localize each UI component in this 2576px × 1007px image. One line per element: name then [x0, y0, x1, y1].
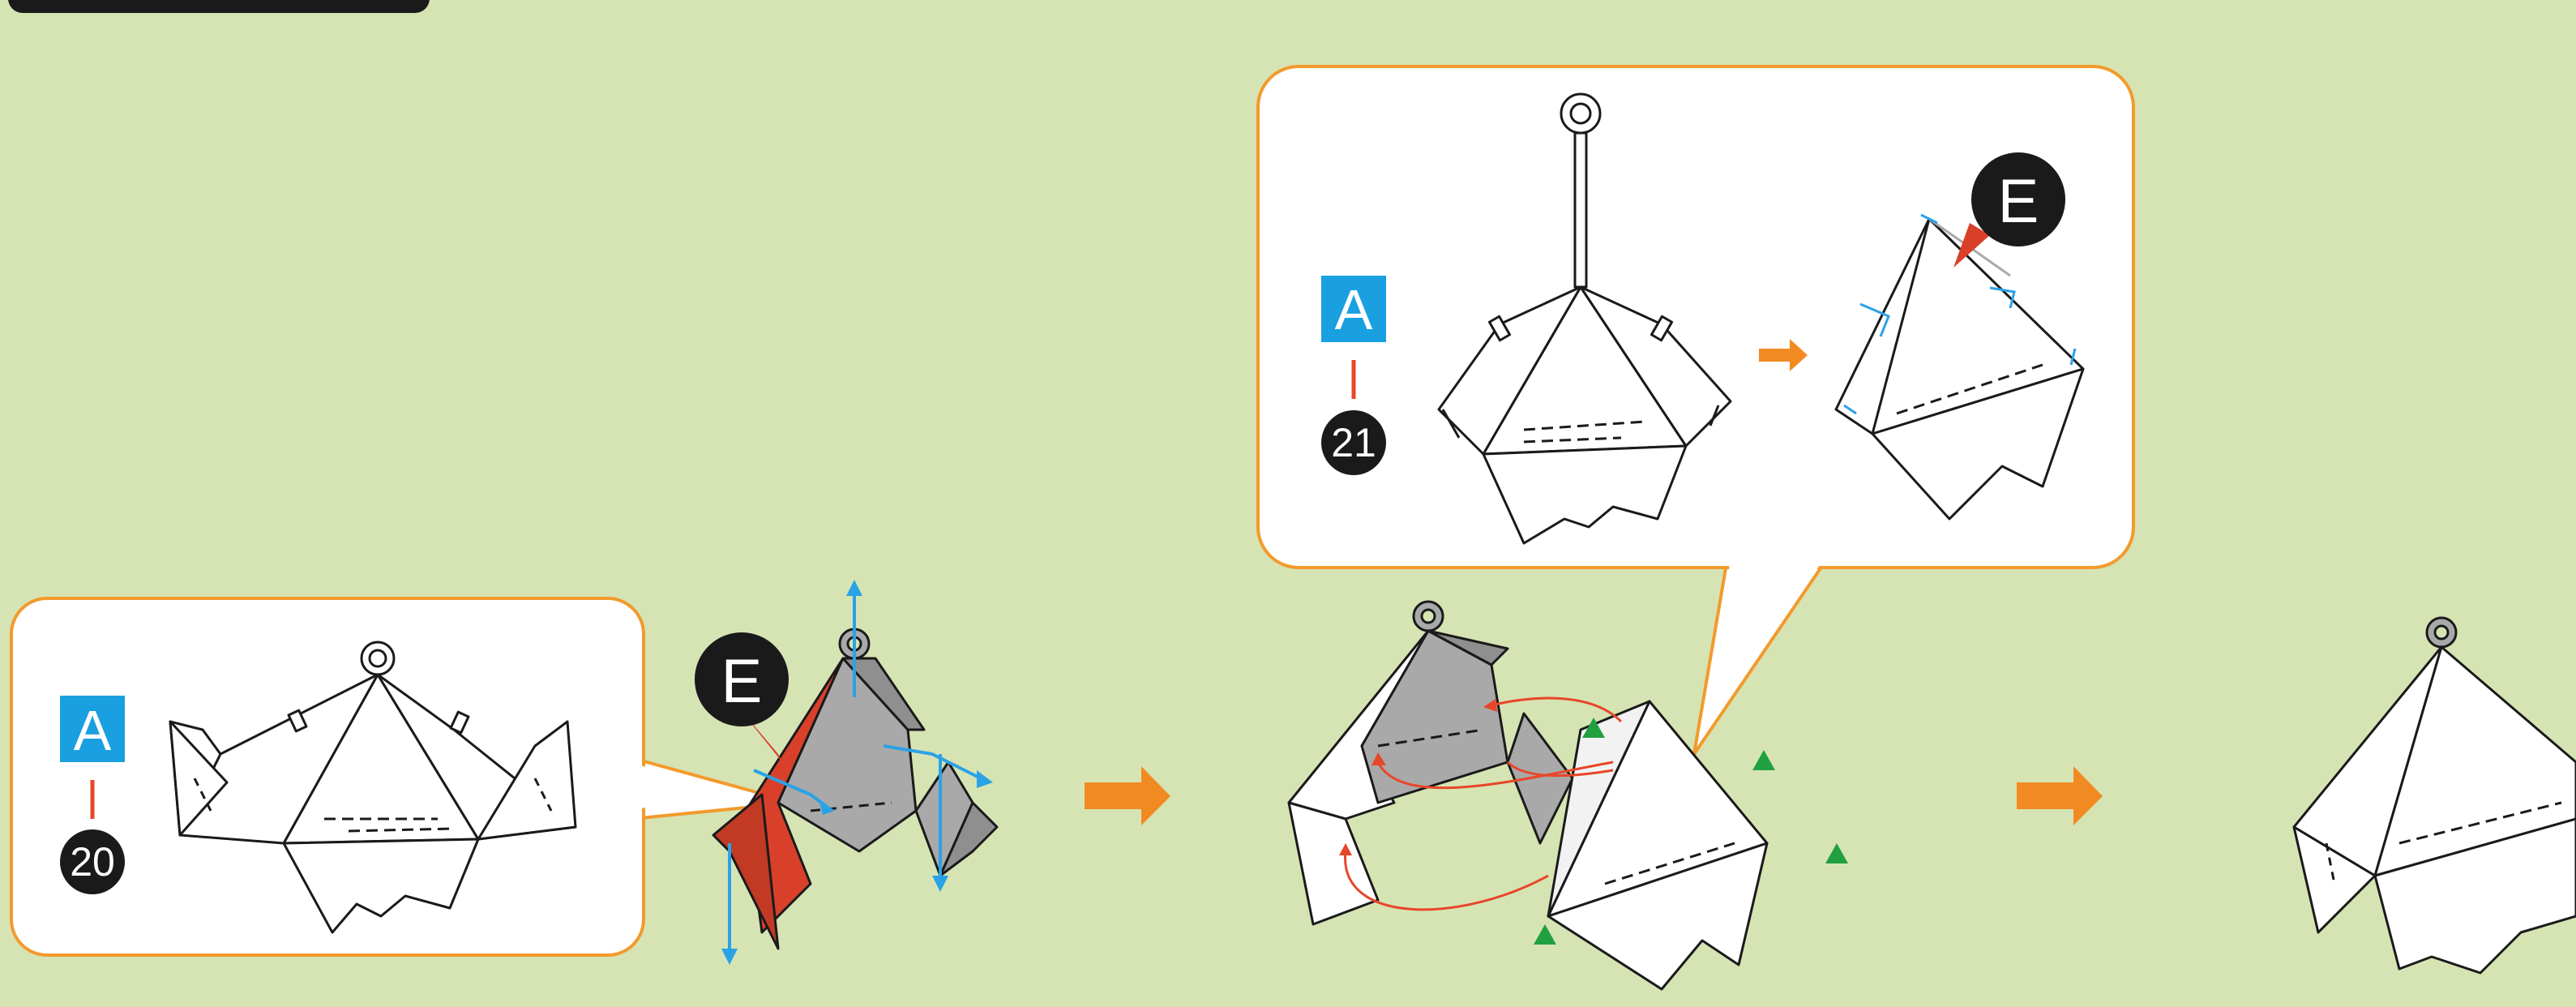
part-badge-a-left: A 20 [60, 696, 125, 894]
arrow-right-icon [2017, 766, 2103, 825]
part-badge-letter: A [1335, 278, 1373, 341]
arrow-right-icon [1759, 339, 1808, 371]
header-tab [8, 0, 430, 13]
step-number-21: 21 [1331, 420, 1376, 465]
arrow-right-icon [1085, 766, 1170, 825]
triangle-marker-icon [1534, 718, 1848, 945]
piece-letter-e: E [1998, 167, 2039, 236]
red-connector-arrows [1339, 696, 1623, 911]
assembled-piece-drawing [1834, 217, 2085, 521]
assembly-step2 [1287, 600, 1769, 991]
blue-motion-arrows [721, 580, 993, 965]
flat-pyramid-drawing [169, 641, 577, 934]
part-badge-a-top: A 21 [1321, 276, 1386, 475]
piece-badge-e-top: E [1953, 152, 2065, 268]
assembly-step1 [712, 628, 999, 950]
hanger-pyramid-drawing [1437, 92, 1732, 545]
step-number-20: 20 [70, 839, 115, 885]
piece-letter-e: E [721, 647, 763, 716]
piece-badge-e-step1: E [695, 632, 789, 762]
final-assembly [2292, 616, 2576, 975]
part-badge-letter: A [74, 699, 112, 762]
cyan-tab-marks [1843, 213, 2077, 415]
